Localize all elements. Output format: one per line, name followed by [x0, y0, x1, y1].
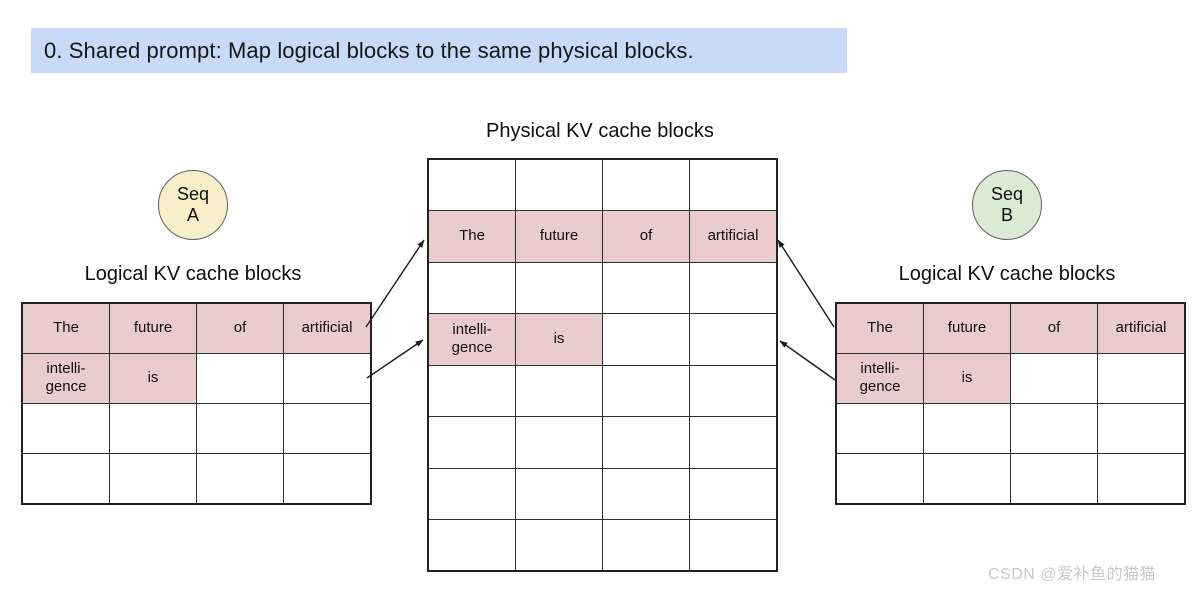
kv-empty-cell	[1097, 453, 1186, 505]
kv-empty-cell	[196, 403, 284, 455]
physical-blocks-title: Physical KV cache blocks	[486, 120, 714, 142]
kv-empty-cell	[283, 403, 372, 455]
kv-empty-cell	[689, 519, 778, 572]
kv-empty-cell	[923, 453, 1011, 505]
kv-token-cell: The	[835, 302, 924, 354]
title-text: 0. Shared prompt: Map logical blocks to …	[44, 37, 694, 63]
kv-empty-cell	[283, 352, 372, 405]
kv-token-cell: intelli- gence	[835, 352, 924, 405]
kv-empty-cell	[109, 403, 197, 455]
kv-empty-cell	[1010, 453, 1098, 505]
kv-empty-cell	[515, 519, 603, 572]
kv-block-row	[427, 467, 778, 520]
kv-empty-cell	[515, 416, 603, 469]
kv-token-cell: intelli- gence	[427, 313, 516, 366]
seq-a-badge-line2: A	[186, 205, 199, 225]
kv-empty-cell	[427, 467, 516, 520]
kv-empty-cell	[602, 313, 690, 366]
kv-token-cell: artificial	[283, 302, 372, 354]
kv-block-row	[835, 403, 1186, 455]
kv-empty-cell	[1097, 352, 1186, 405]
kv-token-cell: intelli- gence	[21, 352, 110, 405]
kv-token-cell: of	[602, 210, 690, 263]
arrow-seqa-block0-to-physical	[365, 239, 425, 328]
kv-token-cell: of	[1010, 302, 1098, 354]
seq-b-badge-line1: Seq	[990, 184, 1024, 204]
seq-b-badge-line2: B	[1000, 205, 1013, 225]
kv-empty-cell	[427, 364, 516, 417]
kv-empty-cell	[283, 453, 372, 505]
kv-empty-cell	[602, 467, 690, 520]
seq-a-badge: Seq A	[158, 170, 228, 240]
arrow-seqb-block0-to-physical	[777, 239, 835, 328]
kv-empty-cell	[835, 453, 924, 505]
kv-empty-cell	[515, 158, 603, 211]
seq-b-logical-blocks-title: Logical KV cache blocks	[898, 263, 1116, 285]
kv-block-row	[21, 403, 372, 455]
kv-empty-cell	[689, 416, 778, 469]
kv-block-row	[835, 453, 1186, 505]
kv-empty-cell	[689, 261, 778, 314]
seq-a-badge-line1: Seq	[176, 184, 210, 204]
kv-empty-cell	[689, 364, 778, 417]
kv-token-cell: is	[923, 352, 1011, 405]
arrow-seqa-block1-to-physical	[366, 339, 424, 379]
kv-empty-cell	[515, 364, 603, 417]
watermark: CSDN @爱补鱼的猫猫	[988, 566, 1157, 583]
kv-token-cell: artificial	[689, 210, 778, 263]
kv-token-cell: of	[196, 302, 284, 354]
kv-block-row	[427, 519, 778, 572]
kv-block-row	[427, 261, 778, 314]
kv-token-cell: The	[427, 210, 516, 263]
kv-empty-cell	[427, 416, 516, 469]
kv-empty-cell	[109, 453, 197, 505]
kv-empty-cell	[689, 313, 778, 366]
kv-token-cell: is	[109, 352, 197, 405]
kv-empty-cell	[427, 158, 516, 211]
kv-token-cell: future	[515, 210, 603, 263]
kv-token-cell: is	[515, 313, 603, 366]
kv-empty-cell	[515, 467, 603, 520]
kv-empty-cell	[602, 519, 690, 572]
kv-empty-cell	[427, 261, 516, 314]
kv-block-row	[427, 416, 778, 469]
kv-empty-cell	[427, 519, 516, 572]
kv-block-row	[427, 364, 778, 417]
kv-empty-cell	[21, 403, 110, 455]
kv-block-row	[427, 158, 778, 211]
kv-empty-cell	[923, 403, 1011, 455]
kv-empty-cell	[1010, 403, 1098, 455]
kv-token-cell: artificial	[1097, 302, 1186, 354]
kv-empty-cell	[21, 453, 110, 505]
kv-empty-cell	[689, 158, 778, 211]
kv-empty-cell	[835, 403, 924, 455]
kv-token-cell: The	[21, 302, 110, 354]
seq-a-logical-blocks-title: Logical KV cache blocks	[84, 263, 302, 285]
seq-b-badge: Seq B	[972, 170, 1042, 240]
kv-empty-cell	[515, 261, 603, 314]
kv-empty-cell	[602, 364, 690, 417]
kv-token-cell: future	[109, 302, 197, 354]
arrow-seqb-block1-to-physical	[779, 340, 836, 381]
kv-empty-cell	[602, 416, 690, 469]
kv-empty-cell	[689, 467, 778, 520]
kv-empty-cell	[196, 453, 284, 505]
kv-block-row	[21, 453, 372, 505]
kv-empty-cell	[1097, 403, 1186, 455]
kv-token-cell: future	[923, 302, 1011, 354]
kv-empty-cell	[1010, 352, 1098, 405]
kv-empty-cell	[602, 158, 690, 211]
kv-empty-cell	[602, 261, 690, 314]
kv-empty-cell	[196, 352, 284, 405]
title-banner: 0. Shared prompt: Map logical blocks to …	[31, 28, 847, 73]
